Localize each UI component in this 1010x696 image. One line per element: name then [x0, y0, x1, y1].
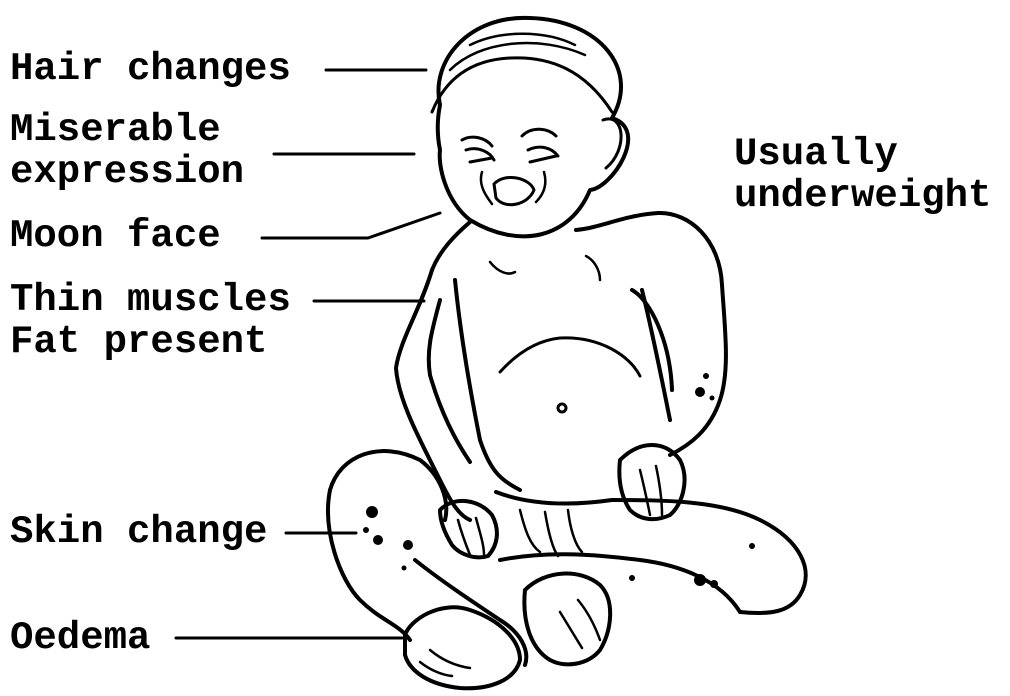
hip-line — [496, 492, 612, 504]
label-miserable-line2: expression — [10, 150, 244, 195]
patch — [695, 387, 705, 397]
mouth — [494, 177, 534, 204]
head-outline — [438, 18, 628, 236]
belly-fold — [500, 338, 640, 376]
label-oedema: Oedema — [10, 616, 150, 661]
patch — [749, 543, 755, 549]
patch — [373, 535, 383, 545]
label-underweight: underweight — [734, 174, 991, 219]
patch — [403, 540, 413, 550]
right-foot — [524, 574, 610, 665]
legs — [328, 451, 806, 688]
hair-line — [432, 58, 612, 112]
label-thin-muscles: Thin muscles — [10, 278, 291, 323]
left-hand-fingers — [458, 518, 484, 555]
patch — [366, 506, 378, 518]
right-foot-toes — [560, 600, 600, 648]
neck-shoulder-right — [576, 213, 722, 285]
groin-lines — [520, 510, 582, 556]
chest-lines — [490, 256, 600, 280]
right-arm — [670, 285, 726, 455]
patch — [703, 373, 709, 379]
label-usually: Usually — [734, 132, 898, 177]
label-moon-face: Moon face — [10, 214, 221, 259]
head — [432, 18, 628, 236]
patch — [710, 580, 718, 588]
patch — [710, 396, 715, 401]
brow-left — [462, 137, 492, 146]
navel — [558, 404, 566, 412]
right-hand-fingers — [640, 466, 662, 515]
left-arm-inner — [429, 300, 470, 462]
patch — [694, 574, 706, 586]
label-fat-present: Fat present — [10, 320, 267, 365]
hair-strands — [450, 34, 585, 70]
label-hair-changes: Hair changes — [10, 47, 291, 92]
label-miserable-line1: Miserable — [10, 108, 221, 153]
ear-right — [603, 119, 621, 168]
patch — [363, 527, 369, 533]
label-skin-change: Skin change — [10, 510, 267, 555]
eye-left — [466, 149, 494, 162]
leader-line-moon — [262, 213, 440, 238]
torso-left — [455, 280, 520, 490]
eye-right — [528, 147, 558, 162]
right-hand — [619, 445, 684, 519]
left-foot-toes — [420, 650, 470, 676]
brow-right — [522, 129, 556, 136]
neck-shoulder-left — [432, 222, 470, 270]
patch — [629, 575, 635, 581]
patch — [402, 566, 407, 571]
